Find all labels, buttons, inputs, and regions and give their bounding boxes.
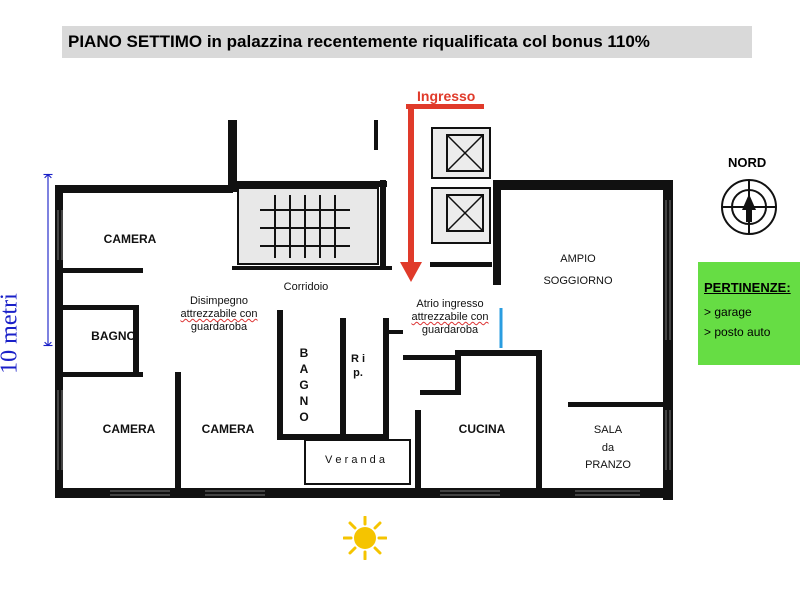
entrance-label: Ingresso xyxy=(417,88,476,104)
scale-label: 10 metri xyxy=(0,293,23,374)
compass-label: NORD xyxy=(728,155,767,170)
room-sala-line-2: da xyxy=(601,442,615,454)
room-camera-top: CAMERA xyxy=(103,232,157,246)
room-disimpegno-line-2: attrezzabile con xyxy=(180,308,258,320)
room-ripostiglio: R i p. xyxy=(350,353,366,379)
sun-icon xyxy=(343,516,387,560)
room-soggiorno-line-2: SOGGIORNO xyxy=(543,275,613,287)
pertinenze-item: > posto auto xyxy=(704,325,771,339)
room-camera-bottom-left: CAMERA xyxy=(102,422,156,436)
room-disimpegno-line-3: guardaroba xyxy=(190,321,248,333)
room-bagno-left: BAGNO xyxy=(91,329,136,343)
room-veranda: V e r a n d a xyxy=(325,454,385,466)
pertinenze-item: > garage xyxy=(704,305,752,319)
page-title: PIANO SETTIMO in palazzina recentemente … xyxy=(62,26,752,58)
room-bagno-vertical: B A G N O xyxy=(299,346,309,424)
pertinenze-title: PERTINENZE: xyxy=(704,280,791,295)
room-corridoio: Corridoio xyxy=(283,281,329,293)
room-disimpegno-line-1: Disimpegno xyxy=(189,295,249,307)
room-atrio-line-2: attrezzabile con xyxy=(411,311,489,323)
entrance-arrow-icon xyxy=(400,104,424,282)
compass-icon xyxy=(721,179,777,235)
room-camera-bottom-mid: CAMERA xyxy=(201,422,255,436)
room-sala-line-1: SALA xyxy=(593,424,623,436)
pertinenze-box: PERTINENZE: > garage > posto auto xyxy=(698,262,800,365)
room-soggiorno-line-1: AMPIO xyxy=(560,253,596,265)
room-atrio-line-1: Atrio ingresso xyxy=(416,298,484,310)
room-sala-line-3: PRANZO xyxy=(585,459,631,471)
entrance-arrow-bar xyxy=(406,104,484,109)
room-cucina: CUCINA xyxy=(458,422,506,436)
room-atrio-line-3: guardaroba xyxy=(421,324,479,336)
scale-bar xyxy=(43,173,53,347)
